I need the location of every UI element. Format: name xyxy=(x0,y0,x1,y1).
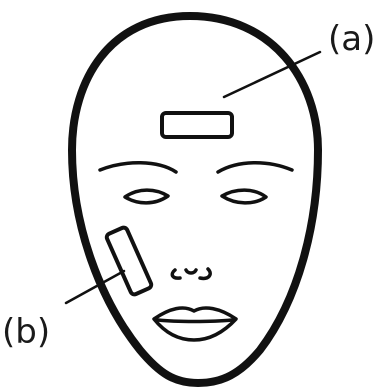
left-eye xyxy=(125,190,168,203)
nose xyxy=(172,269,210,278)
forehead-patch xyxy=(162,113,232,137)
label-b: (b) xyxy=(2,312,50,352)
right-eye xyxy=(222,190,266,203)
right-eyebrow xyxy=(218,163,292,172)
label-a: (a) xyxy=(328,19,375,59)
left-eyebrow xyxy=(100,163,176,172)
cheek-patch xyxy=(106,226,153,295)
mouth-line xyxy=(158,320,232,322)
mouth xyxy=(154,308,236,340)
